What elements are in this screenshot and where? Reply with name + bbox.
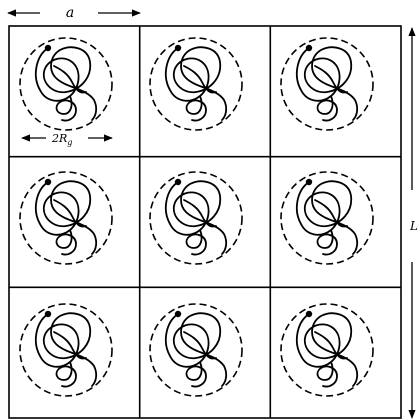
polymer-blob xyxy=(281,172,373,264)
box-length-label: L xyxy=(409,219,418,233)
polymer-blob xyxy=(20,304,112,396)
cell-width-label: a xyxy=(66,5,74,21)
polymer-blob xyxy=(150,304,242,396)
box-length-dimension: L xyxy=(409,28,418,418)
diameter-label: 2Rg xyxy=(51,132,72,147)
polymer-blobs xyxy=(20,38,373,396)
diameter-subscript: g xyxy=(67,138,72,147)
polymer-blob xyxy=(281,38,373,130)
polymer-blob xyxy=(281,304,373,396)
polymer-blob xyxy=(150,172,242,264)
diameter-dimension: 2Rg xyxy=(22,132,112,147)
diameter-main: 2R xyxy=(51,132,67,145)
polymer-blob xyxy=(20,172,112,264)
polymer-blob xyxy=(20,38,112,130)
cell-width-dimension: a xyxy=(8,5,140,21)
polymer-blob xyxy=(150,38,242,130)
